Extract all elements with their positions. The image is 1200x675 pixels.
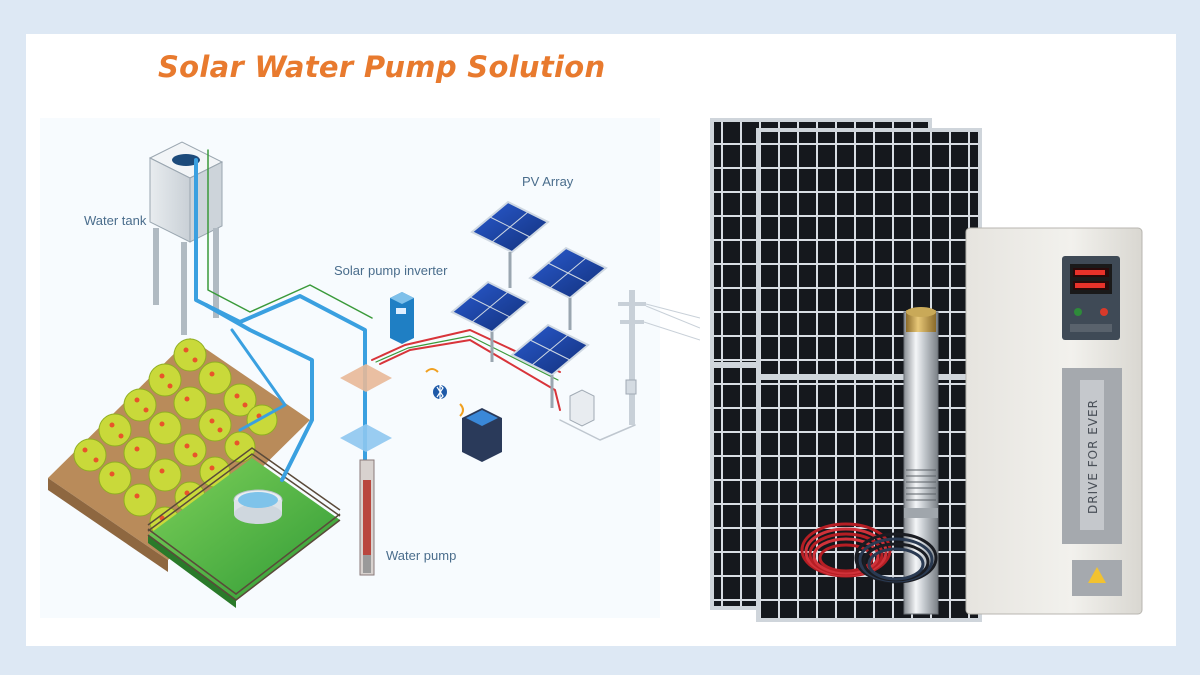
controller-terminal [462, 408, 502, 462]
water-tank-tower [148, 141, 224, 335]
bluetooth-symbol [433, 383, 447, 401]
page-title: Solar Water Pump Solution [158, 50, 606, 84]
label-water-pump: Water pump [386, 548, 457, 563]
distribution-box [569, 389, 595, 427]
wifi-arcs [425, 368, 464, 417]
pipe-to-orchard [230, 328, 287, 432]
inverter-brand-text: DRIVE FOR EVER [1086, 399, 1100, 514]
junction-orange [340, 364, 392, 392]
inverter-small [390, 292, 414, 344]
wire-red-1 [371, 329, 561, 373]
pv-panel-4 [510, 323, 590, 408]
cable-coil-black [854, 532, 938, 584]
wire-grid [559, 419, 636, 441]
pv-panel-3 [450, 280, 530, 362]
wire-green-2 [375, 335, 559, 381]
wire-red-2 [379, 339, 561, 411]
junction-blue [340, 424, 392, 452]
pipe-to-basin [204, 303, 314, 482]
label-water-tank: Water tank [84, 213, 147, 228]
grass-field [147, 447, 341, 608]
pipe-main [194, 158, 367, 472]
system-diagram [48, 141, 700, 608]
water-basin [233, 489, 283, 524]
power-pole [618, 290, 700, 425]
wire-green [207, 149, 373, 319]
inverter-cabinet: DRIVE FOR EVER [965, 227, 1143, 615]
solar-panel-front [756, 128, 982, 622]
label-inverter: Solar pump inverter [334, 263, 448, 278]
label-pv-array: PV Array [522, 174, 574, 189]
pv-panel-1 [470, 200, 550, 288]
pv-array [450, 200, 608, 408]
borehole [359, 459, 375, 576]
orchard [48, 338, 310, 572]
pv-panel-2 [528, 246, 608, 330]
